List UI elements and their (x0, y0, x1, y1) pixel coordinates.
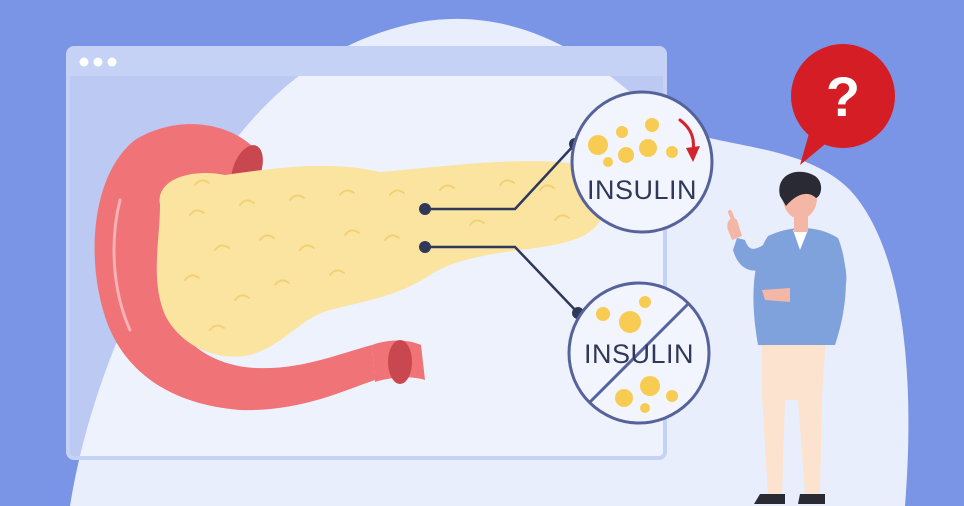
connector-dot (419, 203, 431, 215)
arrow-head (686, 146, 700, 162)
window-dot-icon (107, 57, 117, 67)
connector-dot (419, 241, 431, 253)
person (727, 171, 847, 504)
strike-through-icon (587, 301, 691, 405)
insulin-present-badge: INSULIN (570, 90, 714, 234)
insulin-dots (588, 118, 678, 167)
window-dot-icon (79, 57, 89, 67)
question-bubble: ? (791, 44, 895, 165)
question-mark-icon: ? (826, 65, 860, 128)
insulin-absent-badge: INSULIN (567, 281, 711, 425)
connector-lines (425, 143, 579, 314)
insulin-present-label: INSULIN (587, 175, 697, 205)
window-dot-icon (93, 57, 103, 67)
insulin-absent-label: INSULIN (584, 339, 694, 369)
insulin-dots (596, 296, 678, 413)
